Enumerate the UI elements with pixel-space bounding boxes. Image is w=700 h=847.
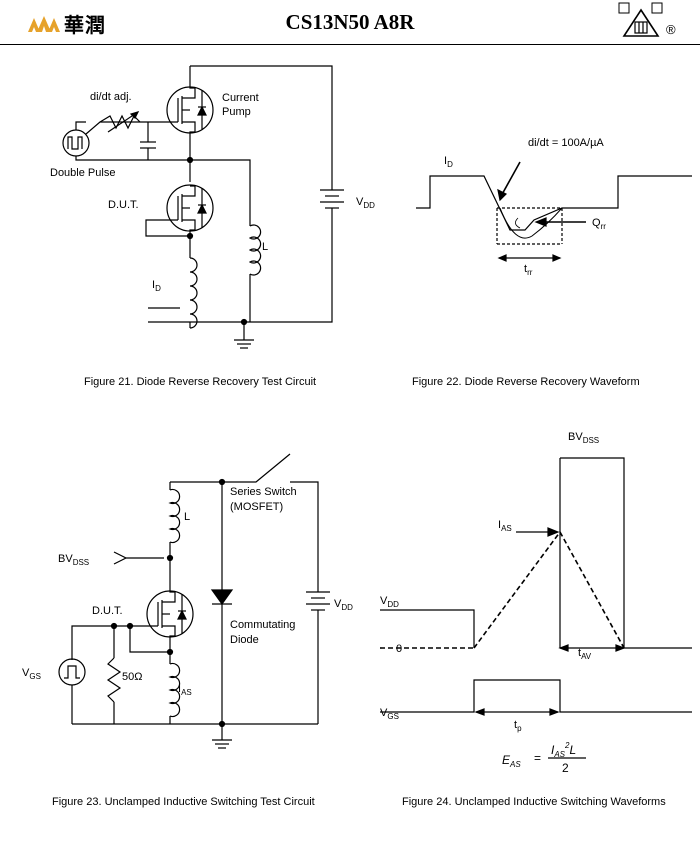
figure-21-caption: Figure 21. Diode Reverse Recovery Test C… (84, 376, 317, 388)
inductor-label: L (262, 241, 268, 253)
commutating-label-2: Diode (230, 634, 259, 646)
tav-label: tAV (578, 647, 592, 661)
page-header: 華潤 CS13N50 A8R ® (0, 0, 700, 45)
double-pulse-label: Double Pulse (50, 167, 115, 179)
figure-24-waveforms: BVDSS IAS VDD 0 tAV VGS tp EAS = IAS2L 2 (380, 431, 692, 775)
vgs-label: VGS (22, 667, 41, 681)
ias-label: IAS (498, 519, 512, 533)
eas-equation-denominator: 2 (562, 761, 569, 775)
series-switch-label-1: Series Switch (230, 486, 297, 498)
figure-22-waveform: di/dt = 100A/µA ID Qrr trr (416, 137, 692, 277)
eas-equation-equals: = (534, 751, 541, 765)
eas-equation-numerator: IAS2L (551, 741, 576, 759)
figure-23-caption: Figure 23. Unclamped Inductive Switching… (52, 796, 315, 808)
vgs-label: VGS (380, 707, 399, 721)
resistor-label: 50Ω (122, 671, 142, 683)
commutating-label-1: Commutating (230, 619, 295, 631)
inductor-label: L (184, 511, 190, 523)
certification-mark: ® (618, 2, 682, 42)
didt-value-label: di/dt = 100A/µA (528, 137, 604, 149)
figure-21-circuit: di/dt adj. Current Pump Double Pulse D.U… (50, 65, 375, 349)
figure-23-circuit: Series Switch (MOSFET) L BVDSS D.U.T. Co… (22, 453, 353, 749)
dut-label: D.U.T. (92, 605, 123, 617)
certification-icon (618, 2, 663, 37)
qrr-label: Qrr (592, 217, 606, 231)
dut-label: D.U.T. (108, 199, 139, 211)
zero-label: 0 (396, 643, 402, 655)
vdd-label: VDD (380, 595, 399, 609)
trr-label: trr (524, 263, 533, 277)
current-pump-label-2: Pump (222, 106, 251, 118)
figure-24-caption: Figure 24. Unclamped Inductive Switching… (402, 796, 666, 808)
logo-icon (28, 16, 60, 32)
eas-equation: EAS = IAS2L 2 (502, 741, 576, 775)
tp-label: tp (514, 719, 522, 733)
vdd-label: VDD (334, 598, 353, 612)
eas-equation-lhs: EAS (502, 753, 521, 769)
id-label: ID (444, 155, 453, 169)
id-label: ID (152, 279, 161, 293)
logo-text: 華潤 (64, 13, 106, 37)
series-switch-label-2: (MOSFET) (230, 501, 283, 513)
didt-adj-label: di/dt adj. (90, 91, 132, 103)
company-logo: 華潤 (26, 6, 126, 38)
bvdss-label: BVDSS (58, 553, 89, 567)
ias-label: IAS (178, 683, 192, 697)
document-title: CS13N50 A8R (285, 10, 415, 34)
bvdss-label: BVDSS (568, 431, 599, 445)
vdd-label: VDD (356, 196, 375, 210)
registered-mark: ® (666, 22, 676, 37)
figure-22-caption: Figure 22. Diode Reverse Recovery Wavefo… (412, 376, 640, 388)
current-pump-label-1: Current (222, 92, 259, 104)
